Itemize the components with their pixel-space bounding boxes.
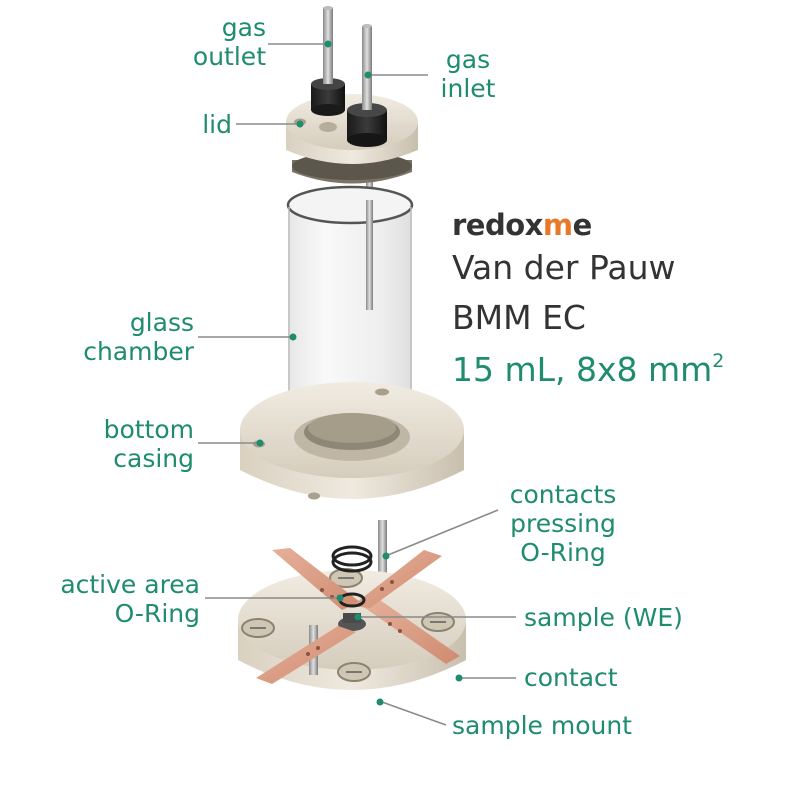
leader-dots xyxy=(256,40,463,706)
leader-lines xyxy=(198,43,516,726)
gas-inlet-cap xyxy=(347,60,387,147)
copper-contacts xyxy=(256,548,460,684)
contact-label: contact xyxy=(524,663,618,692)
spec-line: 15 mL, 8x8 mm2 xyxy=(452,350,725,389)
sample-we xyxy=(343,613,361,623)
title-line-2: BMM EC xyxy=(452,298,586,337)
bottom-casing xyxy=(240,382,464,500)
contacts-pressing-o-ring xyxy=(331,545,373,573)
sample-we-label: sample (WE) xyxy=(524,603,683,632)
title-line-1: Van der Pauw xyxy=(452,248,676,287)
lid-label: lid xyxy=(202,110,232,139)
contact-pressing-rod xyxy=(378,520,387,612)
gas-outlet-cap xyxy=(311,50,345,116)
sample-mount-label: sample mount xyxy=(452,711,632,740)
gas-outlet-tube xyxy=(323,6,333,88)
brand-logo: redoxme xyxy=(452,208,592,242)
glass-chamber xyxy=(286,185,414,420)
